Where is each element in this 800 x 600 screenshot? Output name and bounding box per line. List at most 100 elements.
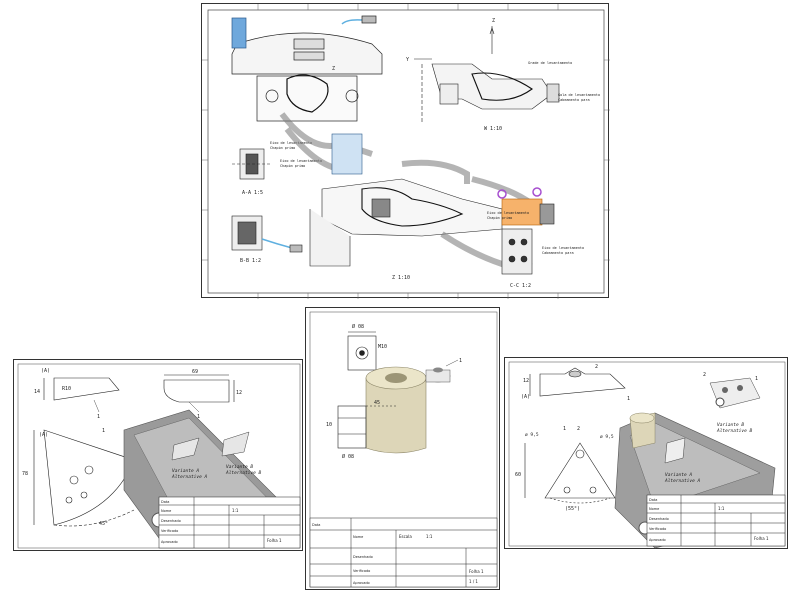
left-variant-b: Variante B: [226, 464, 253, 470]
center-tb-scale-value: 1:1: [426, 534, 433, 539]
note-3: Grade de levantamento: [528, 61, 572, 65]
right-balloon-1: 1: [627, 396, 630, 402]
right-3d-variant-b: [709, 377, 761, 409]
right-title-block: [646, 494, 786, 547]
frame-ticks: [202, 4, 610, 299]
center-dim-m: M10: [378, 344, 387, 350]
note-1b: Cabeamento para: [558, 98, 590, 102]
note-6: Eixo de levantamento: [542, 246, 584, 250]
left-variant-a2: Alternative A: [171, 474, 208, 480]
center-side-section: [337, 405, 398, 449]
section-bb: [231, 215, 303, 253]
left-balloon-2: 1: [197, 414, 200, 420]
section-cc-caption: C-C 1:2: [510, 283, 531, 289]
left-balloon-1: 1: [97, 414, 100, 420]
center-dim-d2: Ø 08: [342, 453, 354, 460]
center-tb-sheet-of: 1 / 1: [469, 579, 478, 584]
left-variant-b2: Alternative B: [225, 470, 262, 476]
view-w-assembly: [414, 26, 560, 124]
main-inner-frame: [207, 9, 605, 294]
right-tb-label-5: Aprovado: [649, 538, 666, 542]
right-drawing-canvas: 12 (A) 2 1 2 1 Variante B Alternative B …: [508, 361, 786, 549]
center-top-section: [347, 331, 377, 371]
right-variant-b2: Alternative B: [716, 428, 753, 434]
right-dim-phi1: ø 9,5: [525, 432, 539, 438]
center-drawing-canvas: Ø 08 M10 1 45 10 Ø 08: [309, 311, 498, 588]
left-tb-sheet: Folha 1: [267, 538, 282, 543]
center-tb-label-1: Data: [312, 523, 320, 527]
left-tb-label-3: Desenhado: [161, 519, 181, 523]
center-balloon: 1: [459, 358, 462, 364]
left-tb-scale: 1:1: [232, 508, 239, 513]
center-drawing-sheet: Ø 08 M10 1 45 10 Ø 08: [305, 307, 500, 590]
right-tb-sheet: Folha 1: [754, 536, 769, 541]
right-tb-label-1: Data: [649, 498, 657, 502]
section-aa: [232, 148, 272, 180]
note-4b: Chapim primo: [280, 164, 305, 168]
right-dim-h: (A): [521, 394, 530, 400]
right-balloon-2: 2: [595, 364, 598, 370]
left-balloon-3: 1: [102, 428, 105, 434]
left-drawing-canvas: (A) 14 R10 69 12 1 1 (A) 78 45° 1 Varian…: [17, 363, 301, 549]
left-triangle-plate: [33, 429, 135, 527]
center-3d-bushing: [365, 366, 451, 454]
left-dim-width: 69: [192, 369, 198, 375]
section-aa-caption: A-A 1:5: [242, 190, 263, 196]
left-variant-a: Variante A: [172, 468, 199, 474]
left-dim-vertical: 78: [22, 471, 28, 477]
left-dim-radius: R10: [62, 386, 71, 392]
main-drawing-canvas: Z Z Y W 1:10 Gola de levantamento Cabeam…: [202, 4, 610, 299]
left-drawing-sheet: (A) 14 R10 69 12 1 1 (A) 78 45° 1 Varian…: [13, 359, 303, 551]
left-bracket-profile: [43, 374, 235, 403]
center-dim-45: 45: [374, 400, 380, 406]
view-y-marker: Y: [406, 57, 409, 63]
right-balloon-6: 2: [577, 426, 580, 432]
view-z-caption: Z 1:10: [392, 275, 410, 281]
view-z-assembly: [279, 112, 555, 275]
right-tb-label-3: Desenhado: [649, 517, 669, 521]
left-tb-label-1: Data: [161, 500, 169, 504]
right-dim-angle: (55°): [565, 506, 580, 512]
left-title-block: [158, 496, 301, 549]
right-dim-w: 12: [523, 378, 529, 384]
center-dim-d1: Ø 08: [352, 323, 364, 330]
right-variant-a: Variante A: [665, 472, 692, 478]
right-triangle-view: [524, 442, 616, 504]
center-tb-sheet: Folha 1: [469, 569, 484, 574]
right-tb-scale: 1:1: [718, 506, 725, 511]
right-top-profile: [529, 367, 626, 397]
center-tb-label-4: Verificado: [353, 569, 370, 573]
right-balloon-5: 1: [563, 426, 566, 432]
right-tb-label-4: Verificado: [649, 527, 666, 531]
right-tb-label-2: Nome: [649, 507, 659, 511]
right-dim-phi2: ø 9,5: [600, 434, 614, 440]
left-dim-a: (A): [41, 368, 50, 374]
left-tb-label-4: Verificado: [161, 529, 178, 533]
center-dim-side: 10: [326, 422, 332, 428]
note-2b: Chapim primo: [270, 146, 295, 150]
center-tb-label-5: Aprovado: [353, 581, 370, 585]
left-dim-a2: (A): [39, 432, 48, 438]
view-w-caption: W 1:10: [484, 126, 502, 132]
note-5: Eixo de levantamento: [487, 211, 529, 215]
view-z-marker: Z: [332, 66, 335, 72]
right-balloon-3: 1: [755, 376, 758, 382]
left-dim-h2: 12: [236, 390, 242, 396]
right-dim-vert: 60: [515, 472, 521, 478]
right-variant-a2: Alternative A: [664, 478, 701, 484]
top-view-assembly: [231, 15, 383, 122]
note-2: Eixo de levantamento: [270, 141, 312, 145]
right-drawing-sheet: 12 (A) 2 1 2 1 Variante B Alternative B …: [504, 357, 788, 549]
right-balloon-4: 2: [703, 372, 706, 378]
center-title-block: [309, 517, 498, 588]
note-4: Eixo de levantamento: [280, 159, 322, 163]
center-tb-label-3: Desenhado: [353, 555, 373, 559]
left-tb-label-5: Aprovado: [161, 540, 178, 544]
left-tb-label-2: Nome: [161, 509, 171, 513]
right-variant-b: Variante B: [717, 422, 744, 428]
section-bb-caption: B-B 1:2: [240, 258, 261, 264]
note-6b: Cabeamento para: [542, 251, 574, 255]
center-tb-label-2: Nome: [353, 535, 363, 539]
center-tb-scale-label: Escala: [399, 534, 412, 539]
note-1: Gola de levantamento: [558, 93, 600, 97]
